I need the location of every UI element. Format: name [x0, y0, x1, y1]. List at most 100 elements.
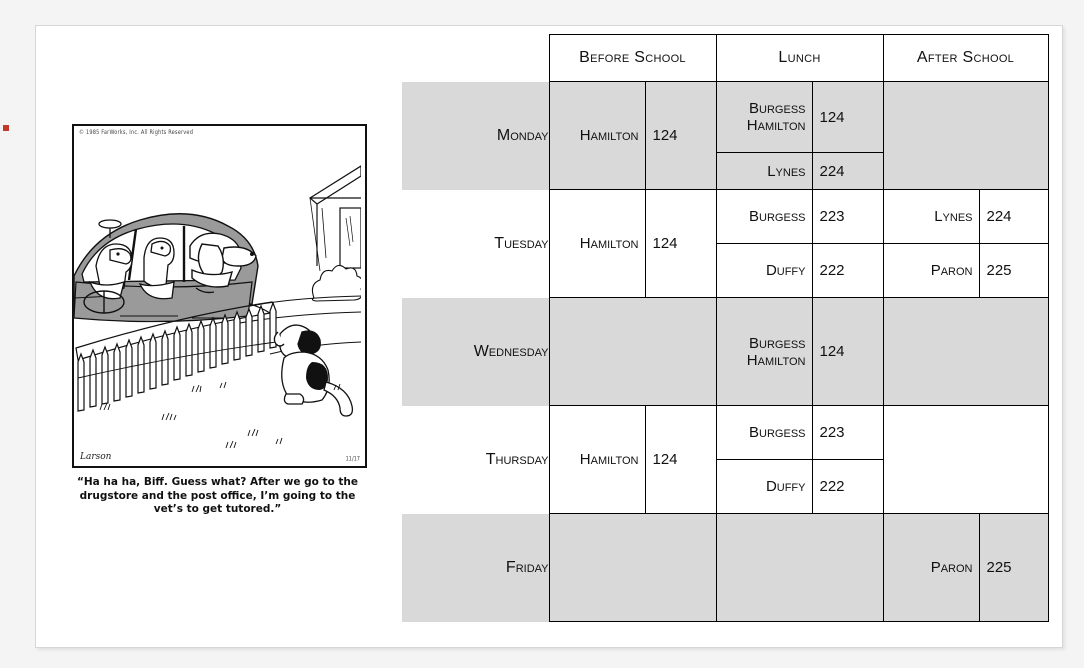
teacher-name-line: Hamilton — [746, 351, 806, 369]
cartoon-date-code: 11/17 — [345, 455, 360, 463]
teacher-name: Paron — [883, 243, 980, 297]
cell-friday-lunch[interactable] — [715, 513, 884, 622]
cartoon-illustration — [74, 126, 361, 462]
slide-marker-dot — [3, 125, 9, 131]
header-after-school: After School — [882, 34, 1049, 82]
teacher-name-line: Burgess — [749, 100, 806, 118]
cell-wednesday-after-school[interactable] — [882, 297, 1049, 406]
room-number: 224 — [819, 162, 845, 180]
cartoon-copyright: © 1985 FarWorks, Inc. All Rights Reserve… — [79, 129, 194, 137]
cartoon-frame: © 1985 FarWorks, Inc. All Rights Reserve… — [72, 124, 367, 468]
teacher-name-line: Burgess — [749, 334, 806, 352]
slot-entry[interactable]: Duffy 222 — [716, 459, 883, 513]
teacher-name: Burgess — [716, 190, 813, 244]
room-number: 222 — [819, 478, 845, 495]
room-number: 225 — [986, 262, 1012, 279]
day-label-friday: Friday — [402, 513, 549, 622]
slot-grid: Hamilton 124 — [549, 190, 716, 297]
cell-thursday-before-school[interactable]: Hamilton 124 — [548, 405, 717, 514]
empty-slot — [884, 298, 1048, 405]
slot-entry[interactable]: Lynes 224 — [716, 152, 883, 189]
document-page: © 1985 FarWorks, Inc. All Rights Reserve… — [35, 25, 1063, 648]
slot-entry[interactable]: Hamilton 124 — [549, 82, 716, 189]
slot-entry[interactable]: Hamilton 124 — [549, 406, 716, 513]
room-number: 225 — [986, 559, 1012, 576]
room-number: 224 — [979, 190, 1048, 244]
empty-slot — [717, 514, 883, 621]
schedule-row: Friday Paron 225 — [402, 513, 1049, 622]
header-lunch: Lunch — [715, 34, 884, 82]
room-number: 124 — [652, 235, 678, 252]
empty-slot — [884, 82, 1048, 189]
room-number: 124 — [652, 451, 678, 468]
room-number: 124 — [652, 127, 678, 144]
slot-entry[interactable]: Paron 225 — [883, 514, 1048, 621]
teacher-name-line: Hamilton — [746, 117, 806, 135]
cell-monday-after-school[interactable] — [882, 81, 1049, 190]
cartoon-caption: “Ha ha ha, Biff. Guess what? After we go… — [76, 476, 359, 515]
day-label-thursday: Thursday — [402, 405, 549, 514]
slot-entry[interactable]: Hamilton 124 — [549, 190, 716, 297]
room-number: 223 — [812, 406, 883, 460]
cell-tuesday-before-school[interactable]: Hamilton 124 — [548, 189, 717, 298]
schedule-header-row: Before School Lunch After School — [402, 34, 1049, 82]
header-before-school: Before School — [548, 34, 717, 82]
day-label-wednesday: Wednesday — [402, 297, 549, 406]
slot-grid: Paron 225 — [883, 514, 1048, 621]
slot-grid: Hamilton 124 — [549, 406, 716, 513]
cartoon-figure: © 1985 FarWorks, Inc. All Rights Reserve… — [72, 124, 371, 559]
teacher-name: Paron — [883, 514, 980, 621]
slot-entry[interactable]: Duffy 222 — [716, 243, 883, 297]
room-number: 222 — [819, 262, 845, 279]
teacher-name: Duffy — [716, 459, 813, 513]
teacher-name: Hamilton — [549, 190, 646, 297]
cell-thursday-after-school[interactable] — [882, 405, 1049, 514]
cell-monday-before-school[interactable]: Hamilton 124 — [548, 81, 717, 190]
slot-entry[interactable]: Paron 225 — [883, 243, 1048, 297]
cartoonist-signature: Larson — [80, 452, 112, 462]
day-label-tuesday: Tuesday — [402, 189, 549, 298]
day-label-monday: Monday — [402, 81, 549, 190]
slot-grid: Hamilton 124 — [549, 82, 716, 189]
teacher-name: Duffy — [716, 243, 813, 297]
teacher-name: Lynes — [716, 152, 813, 189]
room-number: 223 — [812, 190, 883, 244]
empty-slot — [884, 406, 1048, 513]
cell-friday-before-school[interactable] — [548, 513, 717, 622]
room-number: 124 — [812, 82, 883, 154]
cell-wednesday-before-school[interactable] — [548, 297, 717, 406]
cell-friday-after-school[interactable]: Paron 225 — [882, 513, 1049, 622]
room-number: 124 — [819, 343, 845, 360]
teacher-name: Hamilton — [549, 406, 646, 513]
teacher-name: Lynes — [883, 190, 980, 244]
teacher-name: Hamilton — [549, 82, 646, 189]
empty-slot — [550, 514, 716, 621]
header-day-blank — [402, 35, 549, 82]
teacher-name: Burgess — [716, 406, 813, 460]
empty-slot — [550, 298, 716, 405]
